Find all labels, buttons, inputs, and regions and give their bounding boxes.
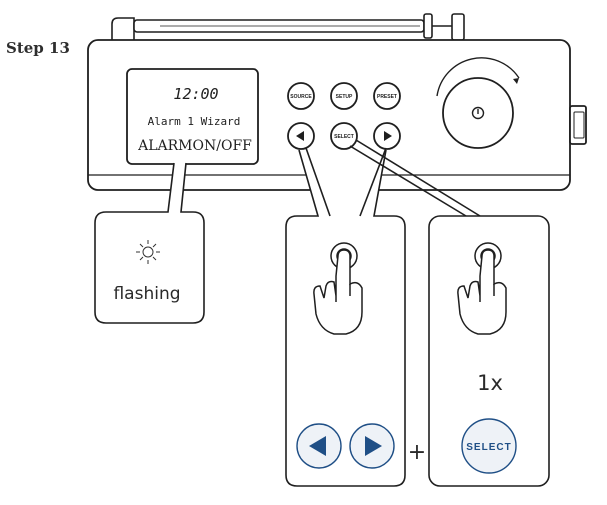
display-line1: Alarm 1 Wizard	[148, 115, 241, 128]
source-button[interactable]: SOURCE	[287, 82, 315, 110]
right-arrow-icon	[365, 436, 382, 456]
right-button[interactable]	[373, 122, 401, 150]
select-button[interactable]: SELECT	[330, 122, 358, 150]
flashing-label: flashing	[113, 284, 180, 304]
left-arrow-icon	[296, 131, 304, 141]
plus-sign: +	[408, 440, 426, 465]
blue-select-button[interactable]: SELECT	[461, 418, 517, 474]
svg-text:SELECT: SELECT	[334, 134, 354, 140]
power-icon	[471, 106, 485, 120]
svg-text:SETUP: SETUP	[336, 94, 353, 100]
flashing-callout	[94, 162, 205, 324]
left-arrow-icon	[309, 436, 326, 456]
svg-text:SELECT: SELECT	[466, 442, 511, 453]
left-button[interactable]	[287, 122, 315, 150]
power-knob[interactable]	[436, 57, 520, 149]
preset-button[interactable]: PRESET	[373, 82, 401, 110]
display-line2: ALARMON/OFF	[137, 138, 252, 154]
display-time: 12:00	[173, 85, 218, 103]
right-arrow-icon	[384, 131, 392, 141]
antenna	[111, 13, 465, 41]
setup-button[interactable]: SETUP	[330, 82, 358, 110]
lcd-display: 12:00 Alarm 1 Wizard ALARMON/OFF	[126, 68, 259, 165]
right-arrow-button[interactable]	[349, 423, 395, 469]
flashing-sun-icon	[136, 240, 160, 264]
svg-text:PRESET: PRESET	[377, 94, 397, 100]
select-callout	[349, 139, 550, 487]
step-title: Step 13	[6, 39, 70, 57]
pointing-hand-icon	[313, 242, 363, 335]
left-arrow-button[interactable]	[296, 423, 342, 469]
pointing-hand-icon	[457, 242, 507, 335]
press-count: 1x	[477, 371, 503, 395]
svg-text:SOURCE: SOURCE	[290, 94, 312, 100]
